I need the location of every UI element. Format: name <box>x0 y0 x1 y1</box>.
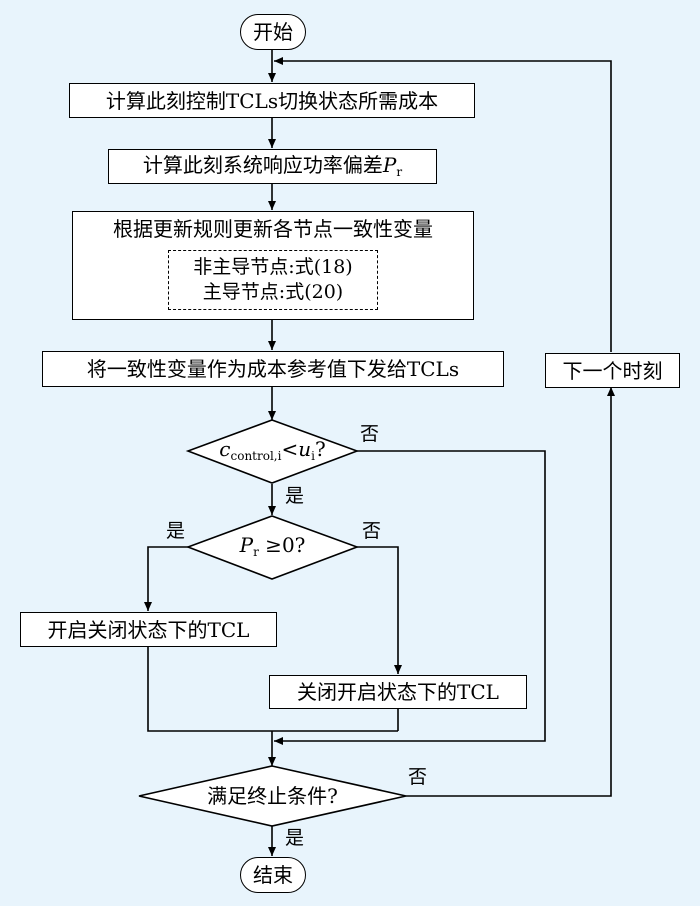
start-label: 开始 <box>253 20 293 44</box>
step-compute-cost-label: 计算此刻控制TCLs切换状态所需成本 <box>105 88 439 113</box>
dec3-yes-label: 是 <box>285 827 305 849</box>
decision-deviation-sign-label: Pr ≥0? <box>239 533 306 560</box>
step-send-reference: 将一致性变量作为成本参考值下发给TCLs <box>42 351 504 387</box>
decision-cost-compare-label: ccontrol,i<ui? <box>219 437 326 464</box>
dec2-no-label: 否 <box>362 520 382 542</box>
non-dominant-rule: 非主导节点:式(18) <box>193 256 353 279</box>
decision-diamond-3 <box>138 765 407 827</box>
decision-deviation-sign: Pr ≥0? <box>188 530 357 564</box>
step-next-time: 下一个时刻 <box>545 353 680 388</box>
step-compute-cost: 计算此刻控制TCLs切换状态所需成本 <box>69 83 475 118</box>
step-turn-on-tcl-label: 开启关闭状态下的TCL <box>47 617 250 642</box>
step-turn-off-tcl-label: 关闭开启状态下的TCL <box>297 680 499 704</box>
start-terminal: 开始 <box>240 14 306 50</box>
line-open-merge <box>147 646 272 732</box>
end-label: 结束 <box>253 863 293 887</box>
dec2-yes-label: 是 <box>166 520 186 542</box>
arrow-dec2-yes <box>144 546 190 611</box>
decision-termination-label: 满足终止条件? <box>207 784 338 808</box>
dec1-no-label: 否 <box>360 423 380 445</box>
step-send-reference-label: 将一致性变量作为成本参考值下发给TCLs <box>86 357 460 381</box>
dec3-no-label: 否 <box>408 766 428 788</box>
arrow-dec3-no <box>406 387 615 797</box>
decision-diamond-1 <box>185 419 360 484</box>
step-compute-deviation: 计算此刻系统响应功率偏差Pr <box>108 149 437 184</box>
update-rules-box: 非主导节点:式(18) 主导节点:式(20) <box>168 250 378 310</box>
step-turn-on-tcl: 开启关闭状态下的TCL <box>20 612 277 647</box>
step-next-time-label: 下一个时刻 <box>562 358 663 383</box>
arrow-dec1-no <box>274 450 546 745</box>
decision-diamond-2 <box>185 515 360 580</box>
step-turn-off-tcl: 关闭开启状态下的TCL <box>269 675 527 709</box>
dominant-rule: 主导节点:式(20) <box>202 281 344 303</box>
arrow-dec2-no <box>357 546 402 674</box>
decision-termination: 满足终止条件? <box>139 779 406 813</box>
step-update-consensus-label: 根据更新规则更新各节点一致性变量 <box>113 217 433 241</box>
dec1-yes-label: 是 <box>285 485 305 507</box>
decision-cost-compare: ccontrol,i<ui? <box>188 434 357 468</box>
step-update-consensus: 根据更新规则更新各节点一致性变量 <box>72 211 474 320</box>
end-terminal: 结束 <box>240 857 306 893</box>
arrow-next-to-top <box>274 57 612 352</box>
step-compute-deviation-label: 计算此刻系统响应功率偏差Pr <box>142 152 403 179</box>
